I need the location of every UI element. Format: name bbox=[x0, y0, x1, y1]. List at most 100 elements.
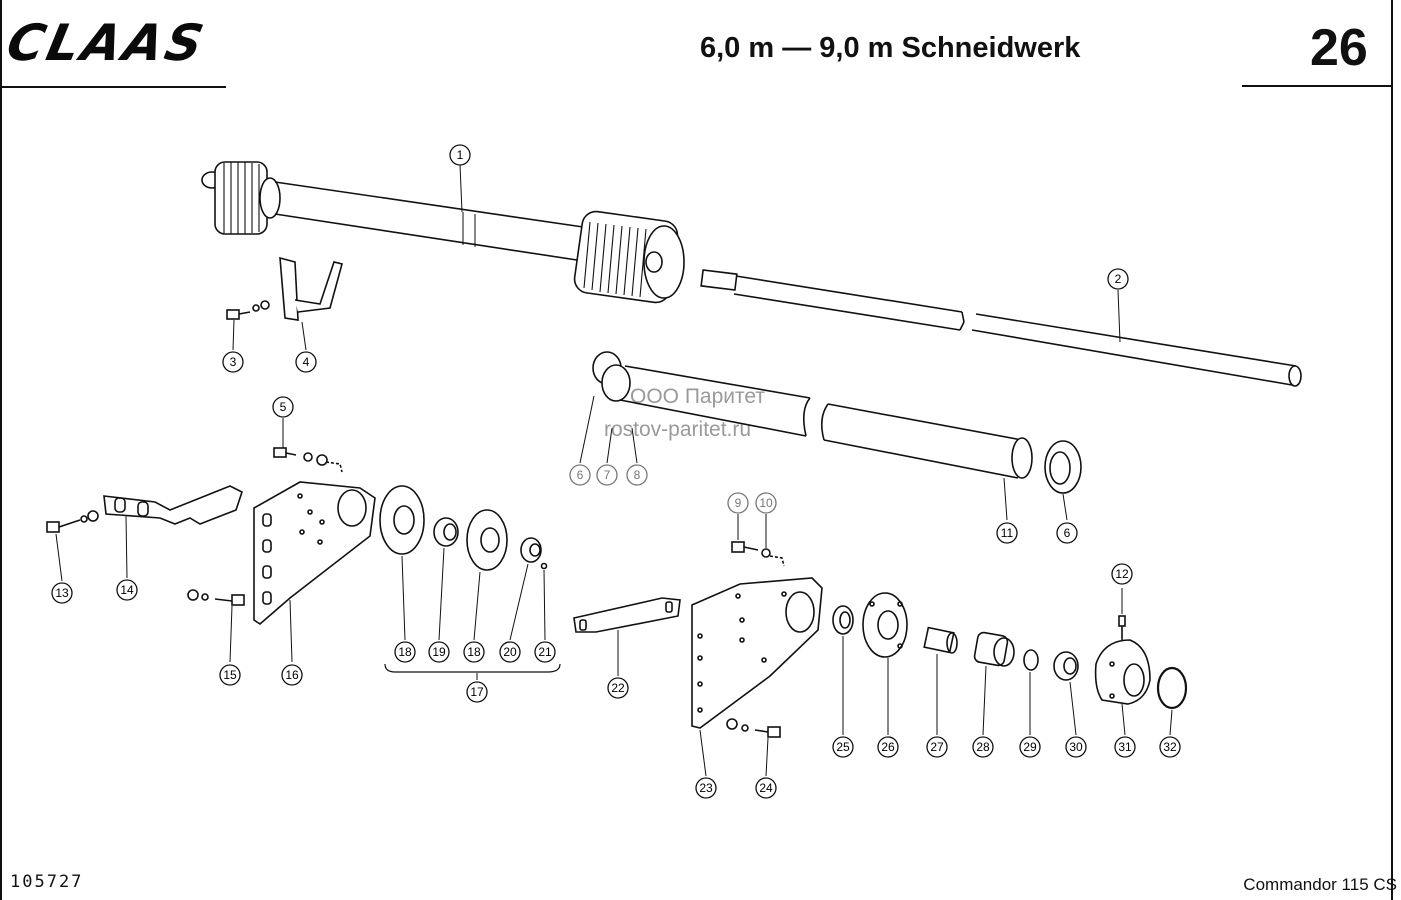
part-9-bolt bbox=[731, 541, 785, 567]
callout-28-text: 28 bbox=[976, 740, 990, 754]
part-31-housing bbox=[1094, 639, 1151, 705]
callout-10: 10 bbox=[755, 492, 777, 514]
callout-17: 17 bbox=[466, 681, 488, 703]
callout-12: 12 bbox=[1111, 563, 1133, 585]
callout-32: 32 bbox=[1159, 736, 1181, 758]
part-26-flange-bearing bbox=[862, 592, 908, 658]
callout-24-text: 24 bbox=[759, 781, 773, 795]
document-number: 105727 bbox=[10, 872, 84, 892]
callout-22: 22 bbox=[607, 677, 629, 699]
callout-27-text: 27 bbox=[930, 740, 944, 754]
part-4-bracket bbox=[279, 256, 343, 321]
callout-12-text: 12 bbox=[1115, 567, 1129, 581]
part-15-bolt bbox=[187, 589, 245, 606]
callout-11: 11 bbox=[996, 522, 1018, 544]
part-18-flange-plate bbox=[379, 485, 425, 555]
callout-20: 20 bbox=[499, 641, 521, 663]
callout-23-text: 23 bbox=[699, 781, 713, 795]
callout-18a-text: 18 bbox=[398, 645, 412, 659]
watermark-url: rostov-paritet.ru bbox=[604, 418, 752, 441]
part-3-bolt bbox=[226, 300, 270, 320]
callout-3: 3 bbox=[222, 351, 244, 373]
callout-9-text: 9 bbox=[735, 496, 742, 510]
callout-1-text: 1 bbox=[457, 148, 464, 162]
part-23-plate bbox=[691, 577, 823, 729]
callout-2: 2 bbox=[1107, 268, 1129, 290]
part-5-bolt bbox=[273, 447, 343, 473]
part-28-bearing bbox=[973, 631, 1015, 667]
callout-16-text: 16 bbox=[285, 668, 299, 682]
part-12-grease-nipple bbox=[1118, 615, 1126, 640]
callout-5-text: 5 bbox=[280, 400, 287, 414]
callout-20-text: 20 bbox=[503, 645, 517, 659]
callout-9: 9 bbox=[727, 492, 749, 514]
callout-6b: 6 bbox=[1056, 522, 1078, 544]
callout-18b: 18 bbox=[463, 641, 485, 663]
part-32-circlip bbox=[1156, 666, 1188, 710]
group-17-bracket bbox=[384, 663, 561, 673]
callout-13: 13 bbox=[51, 582, 73, 604]
sheet-title: 6,0 m — 9,0 m Schneidwerk bbox=[700, 32, 1081, 64]
callout-3-text: 3 bbox=[230, 355, 237, 369]
callout-16: 16 bbox=[281, 664, 303, 686]
part-30-nut bbox=[1053, 651, 1079, 681]
callout-29-text: 29 bbox=[1023, 740, 1037, 754]
callout-6a: 6 bbox=[569, 464, 591, 486]
callout-11-text: 11 bbox=[1001, 526, 1014, 540]
callout-30-text: 30 bbox=[1069, 740, 1083, 754]
part-18-flange-plate-b bbox=[466, 509, 508, 571]
part-2-shaft bbox=[700, 269, 1302, 387]
part-21-screw bbox=[540, 562, 548, 570]
callout-15-text: 15 bbox=[223, 668, 237, 682]
callout-24: 24 bbox=[755, 777, 777, 799]
callout-23: 23 bbox=[695, 777, 717, 799]
callout-8-text: 8 bbox=[634, 468, 641, 482]
part-22-strap bbox=[573, 597, 681, 633]
part-13-bolt bbox=[46, 510, 99, 533]
callout-1: 1 bbox=[449, 144, 471, 166]
callout-8: 8 bbox=[626, 464, 648, 486]
callout-10-text: 10 bbox=[759, 496, 773, 510]
callout-19-text: 19 bbox=[432, 645, 446, 659]
part-24-bolt bbox=[726, 718, 781, 738]
callout-4-text: 4 bbox=[303, 355, 310, 369]
model-name: Commandor 115 CS bbox=[1243, 875, 1397, 894]
callout-15: 15 bbox=[219, 664, 241, 686]
callout-13-text: 13 bbox=[55, 586, 69, 600]
callout-30: 30 bbox=[1065, 736, 1087, 758]
callout-26: 26 bbox=[877, 736, 899, 758]
part-19-bearing bbox=[433, 517, 459, 547]
callout-18a: 18 bbox=[394, 641, 416, 663]
callout-22-text: 22 bbox=[611, 681, 625, 695]
callout-7: 7 bbox=[596, 464, 618, 486]
callout-19: 19 bbox=[428, 641, 450, 663]
callout-27: 27 bbox=[926, 736, 948, 758]
part-1-drive-shaft bbox=[201, 161, 685, 304]
callout-25: 25 bbox=[832, 736, 854, 758]
callout-17-text: 17 bbox=[470, 685, 484, 699]
callout-6b-text: 6 bbox=[1064, 526, 1071, 540]
callout-26-text: 26 bbox=[881, 740, 895, 754]
part-29-ring bbox=[1023, 649, 1039, 671]
callout-21-text: 21 bbox=[538, 645, 552, 659]
callout-31-text: 31 bbox=[1118, 740, 1132, 754]
callout-21: 21 bbox=[534, 641, 556, 663]
page-number: 26 bbox=[1310, 19, 1368, 77]
leader-lines bbox=[55, 164, 1173, 777]
part-25-seal bbox=[832, 605, 854, 635]
callout-14: 14 bbox=[116, 579, 138, 601]
part-16-plate bbox=[253, 481, 376, 626]
callout-32-text: 32 bbox=[1163, 740, 1177, 754]
callout-29: 29 bbox=[1019, 736, 1041, 758]
watermark-company: ООО Паритет bbox=[630, 385, 766, 408]
callout-25-text: 25 bbox=[836, 740, 850, 754]
callout-14-text: 14 bbox=[120, 583, 134, 597]
callout-4: 4 bbox=[295, 351, 317, 373]
part-14-bracket bbox=[103, 485, 243, 525]
callout-labels: 1 2 3 4 5 6 7 8 9 10 11 6 12 13 14 15 16… bbox=[51, 144, 1181, 799]
callout-18b-text: 18 bbox=[467, 645, 481, 659]
callout-28: 28 bbox=[972, 736, 994, 758]
part-27-sleeve bbox=[923, 626, 958, 654]
